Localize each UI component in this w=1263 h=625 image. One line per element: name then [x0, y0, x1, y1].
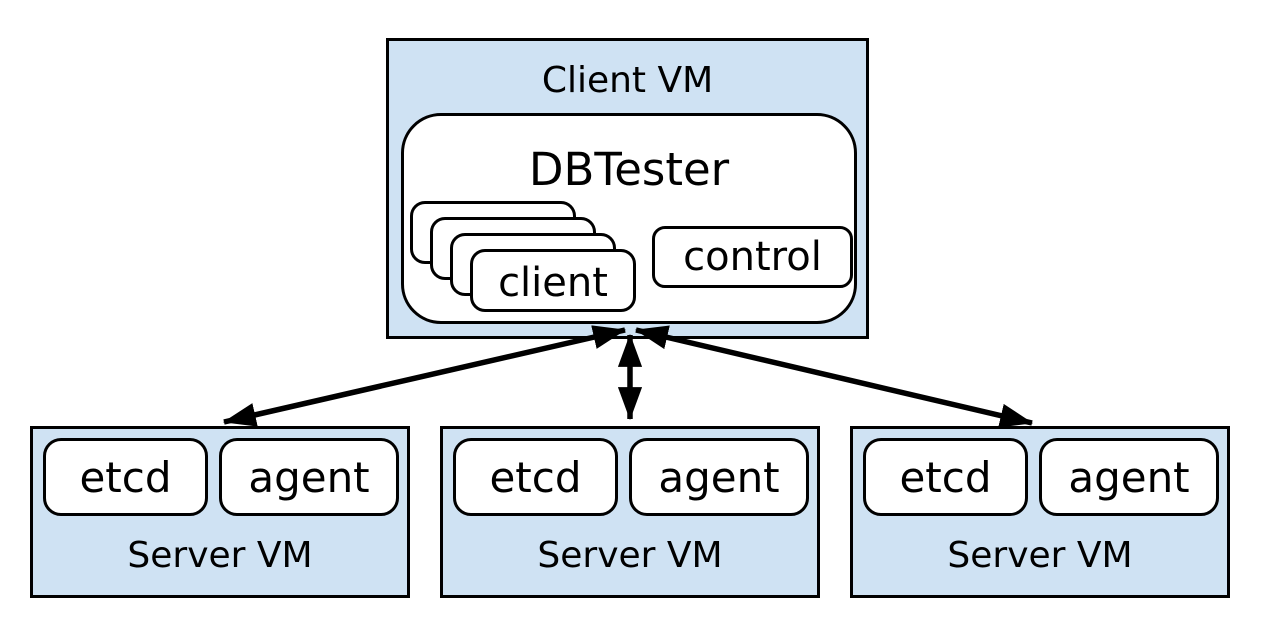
client-box: client	[470, 249, 636, 312]
server-vm-box-2: etcd agent Server VM	[440, 426, 820, 598]
etcd-label: etcd	[79, 452, 172, 502]
control-box: control	[652, 226, 853, 288]
agent-label: agent	[658, 452, 780, 502]
agent-box: agent	[629, 438, 809, 516]
client-vm-box: Client VM DBTester client control	[386, 38, 869, 339]
arrow-client-to-server-1	[222, 325, 627, 427]
dbtester-box: DBTester client control	[401, 113, 857, 324]
client-vm-label: Client VM	[541, 60, 714, 101]
client-label: client	[498, 259, 608, 306]
agent-label: agent	[1068, 452, 1190, 502]
server-vm-label: Server VM	[947, 535, 1133, 576]
etcd-box: etcd	[43, 438, 208, 516]
arrow-client-to-server-3	[634, 325, 1034, 428]
dbtester-label: DBTester	[528, 143, 730, 196]
server-vm-box-1: etcd agent Server VM	[30, 426, 410, 598]
etcd-label: etcd	[899, 452, 992, 502]
server-vm-label: Server VM	[127, 535, 313, 576]
server-vm-label: Server VM	[537, 535, 723, 576]
agent-box: agent	[1039, 438, 1219, 516]
agent-box: agent	[219, 438, 399, 516]
etcd-box: etcd	[863, 438, 1028, 516]
server-vm-box-3: etcd agent Server VM	[850, 426, 1230, 598]
etcd-box: etcd	[453, 438, 618, 516]
agent-label: agent	[248, 452, 370, 502]
control-label: control	[683, 234, 822, 280]
etcd-label: etcd	[489, 452, 582, 502]
